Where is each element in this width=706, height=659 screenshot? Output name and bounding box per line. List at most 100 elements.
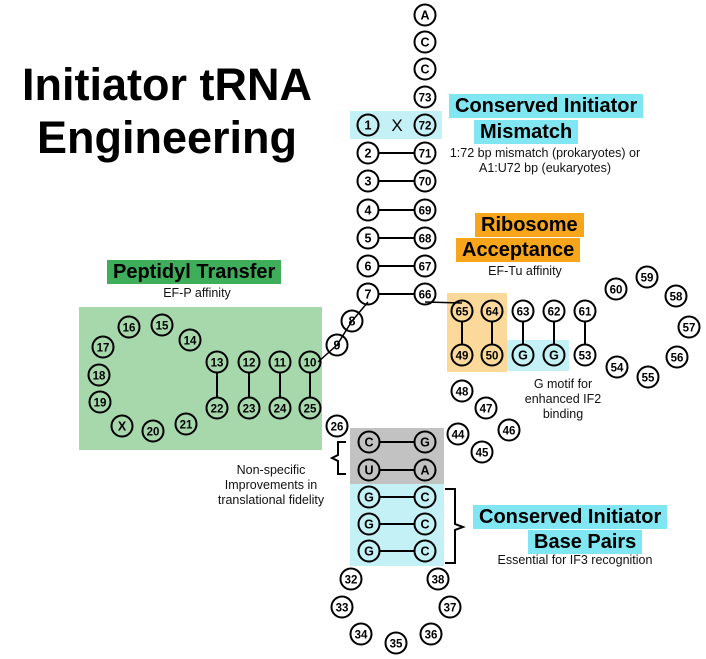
- nucleotide-label: 2: [365, 147, 372, 161]
- nucleotide-n13: 13: [205, 350, 229, 374]
- nucleotide-label: 35: [390, 639, 403, 651]
- nucleotide-label: 1: [365, 119, 372, 133]
- nucleotide-circle: [87, 363, 111, 387]
- nucleotide-n71: 71: [413, 141, 437, 165]
- nonspecific-line-1: Non-specific: [236, 463, 306, 477]
- nucleotide-circle: [330, 595, 354, 619]
- nucleotide-n32: 32: [339, 567, 363, 591]
- nucleotide-circle: [88, 390, 112, 414]
- nucleotide-n49: 49: [450, 343, 474, 367]
- mismatch-desc-line-2: A1:U72 bp (eukaryotes): [478, 161, 611, 175]
- nucleotide-label: 15: [156, 321, 169, 333]
- nucleotide-label: G: [420, 436, 430, 450]
- nucleotide-n19: 19: [88, 390, 112, 414]
- nucleotide-label: C: [364, 436, 373, 450]
- nucleotide-n65: 65: [450, 299, 474, 323]
- nucleotide-label: A: [420, 9, 429, 23]
- peptidyl-region: [79, 307, 322, 450]
- nucleotide-n43: G: [413, 430, 437, 454]
- nucleotide-circle: [413, 30, 437, 54]
- nucleotide-label: 32: [345, 575, 358, 587]
- nucleotide-n67: 67: [413, 254, 437, 278]
- nucleotide-circle: [298, 396, 322, 420]
- nucleotide-circle: [413, 169, 437, 193]
- nucleotide-circle: [356, 113, 380, 137]
- nucleotide-label: C: [420, 63, 429, 77]
- basepairs-heading: Conserved Initiator: [473, 505, 668, 529]
- nucleotide-circle: [356, 254, 380, 278]
- nucleotide-n17: 17: [91, 335, 115, 359]
- nucleotide-circle: [174, 412, 198, 436]
- nucleotide-label: X: [118, 420, 127, 434]
- nonspecific-line-3: translational fidelity: [217, 493, 325, 507]
- nucleotide-circle: [413, 3, 437, 27]
- nucleotide-circle: [349, 622, 373, 646]
- nucleotide-circle: [604, 277, 628, 301]
- nucleotide-label: U: [364, 464, 373, 478]
- nucleotide-circle: [91, 335, 115, 359]
- nucleotide-n45: 45: [470, 440, 494, 464]
- nucleotide-label: 25: [304, 404, 317, 416]
- title-line-2: Engineering: [36, 112, 298, 163]
- nucleotide-label: 23: [243, 404, 256, 416]
- nucleotide-label: 66: [419, 290, 432, 302]
- nucleotide-circle: [357, 430, 381, 454]
- nucleotide-label: 24: [274, 404, 287, 416]
- basepairs-description: Essential for IF3 recognition: [497, 553, 653, 567]
- nucleotide-label: 58: [670, 292, 683, 304]
- nucleotide-label: 38: [432, 575, 445, 587]
- nucleotide-n33: 33: [330, 595, 354, 619]
- nucleotide-circle: [480, 343, 504, 367]
- gmotif-line-1: G motif for: [533, 377, 593, 391]
- nucleotide-circle: [542, 299, 566, 323]
- nucleotide-circle: [268, 396, 292, 420]
- nucleotide-circle: [205, 396, 229, 420]
- nucleotide-label: 14: [184, 336, 197, 348]
- page-title: Initiator tRNA Engineering: [2, 58, 332, 164]
- nucleotide-circle: [470, 440, 494, 464]
- nucleotide-circle: [677, 315, 701, 339]
- peptidyl-description: EF-P affinity: [163, 286, 231, 300]
- nucleotide-label: 20: [147, 427, 160, 439]
- nucleotide-circle: [357, 539, 381, 563]
- nucleotide-circle: [339, 567, 363, 591]
- nucleotide-label: 53: [579, 351, 592, 363]
- nonspecific-description: Non-specific Improvements in translation…: [206, 463, 336, 508]
- nucleotide-label: 56: [671, 353, 684, 365]
- nucleotide-circle: [413, 485, 437, 509]
- nucleotide-label: 7: [365, 288, 372, 302]
- ribosome-heading: Ribosome: [475, 213, 584, 237]
- nucleotide-n11: 11: [268, 350, 292, 374]
- nucleotide-n3: 3: [356, 169, 380, 193]
- nucleotide-circle: [450, 379, 474, 403]
- nucleotide-n7: 7: [356, 282, 380, 306]
- nucleotide-A-tail: A: [413, 3, 437, 27]
- nucleotide-circle: [205, 350, 229, 374]
- nucleotide-n12: 12: [237, 350, 261, 374]
- nucleotide-n27: C: [357, 430, 381, 454]
- nucleotide-n28: U: [357, 458, 381, 482]
- mismatch-desc-line-1: 1:72 bp mismatch (prokaryotes) or: [449, 146, 641, 160]
- nucleotide-label: 54: [611, 363, 624, 375]
- nucleotide-circle: [450, 343, 474, 367]
- nucleotide-label: 65: [456, 307, 469, 319]
- nucleotide-n25: 25: [298, 396, 322, 420]
- nucleotide-label: 10: [304, 358, 317, 370]
- nucleotide-n36: 36: [419, 622, 443, 646]
- nucleotide-n22: 22: [205, 396, 229, 420]
- nucleotide-n5: 5: [356, 226, 380, 250]
- nucleotide-n34: 34: [349, 622, 373, 646]
- nucleotide-circle: [237, 350, 261, 374]
- nucleotide-circle: [511, 299, 535, 323]
- nucleotide-circle: [356, 198, 380, 222]
- nucleotide-label: 12: [243, 358, 256, 370]
- nonspecific-bracket: [329, 441, 346, 475]
- nucleotide-circle: [542, 343, 566, 367]
- nucleotide-label: 17: [97, 343, 110, 355]
- ribosome-region: [447, 293, 507, 372]
- nucleotide-label: G: [364, 518, 374, 532]
- nucleotide-circle: [450, 299, 474, 323]
- nucleotide-label: 68: [419, 234, 432, 246]
- nucleotide-n40: C: [413, 512, 437, 536]
- nucleotide-n2: 2: [356, 141, 380, 165]
